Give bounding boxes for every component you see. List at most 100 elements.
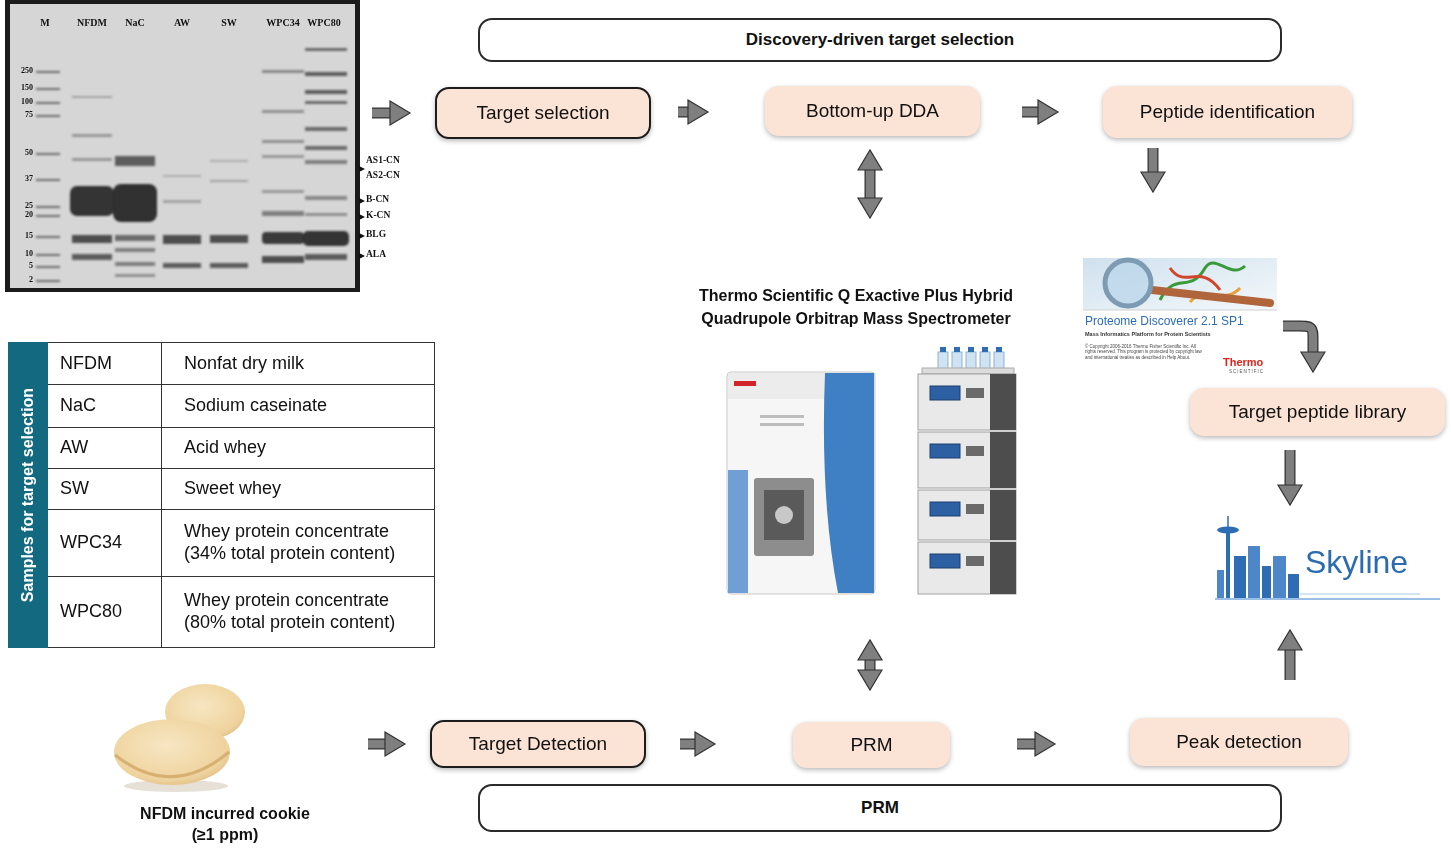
gel-body (10, 4, 355, 288)
gel-band (305, 90, 347, 94)
flow-arrow (870, 170, 871, 198)
stage-banner: Discovery-driven target selection (478, 18, 1282, 62)
gel-band (163, 175, 201, 177)
gel-band (305, 72, 347, 76)
marker-label: 10 (9, 250, 33, 258)
gel-band (163, 200, 201, 203)
marker-label: 25 (9, 202, 33, 210)
splash-rule (1083, 310, 1277, 311)
ms-blue-panel (824, 373, 874, 593)
pointer-triangle (359, 214, 365, 220)
process-box: Target selection (435, 87, 651, 139)
flow-arrow (1153, 148, 1154, 172)
bottle-cap (996, 347, 1002, 352)
ms-stripe (760, 423, 804, 426)
process-box: Target Detection (430, 720, 646, 768)
solvent-bottle (952, 352, 962, 369)
ms-left-strip (728, 470, 748, 593)
gel-band (115, 156, 155, 166)
flow-arrow (1022, 112, 1038, 113)
solvent-tray (922, 368, 1014, 374)
pointer-triangle (359, 166, 365, 172)
lc-button (966, 556, 984, 566)
sample-code: NaC (48, 385, 162, 428)
splash-picture (1083, 258, 1277, 310)
arrow-shaft (1286, 450, 1295, 485)
flow-arrow (678, 112, 688, 113)
gel-image: MNFDMNaCAWSWWPC34WPC80250150100755037252… (5, 0, 360, 292)
marker-band (36, 115, 60, 117)
arrow-shaft (372, 109, 390, 118)
skyline-building (1262, 566, 1271, 598)
flow-arrow (870, 660, 871, 670)
software-logo: Proteome Discoverer 2.1 SP1Mass Informat… (1083, 258, 1277, 390)
process-label: Target selection (476, 102, 609, 124)
sample-description: Whey protein concentrate (34% total prot… (162, 510, 434, 577)
solvent-bottle (938, 352, 948, 369)
lc-module (918, 542, 1016, 594)
banner-label: PRM (861, 798, 899, 818)
sample-image: NFDM incurred cookie (≥1 ppm) (112, 676, 338, 850)
marker-label: 250 (9, 67, 33, 75)
lc-button (966, 504, 984, 514)
gel-band (262, 140, 304, 143)
gel-band (305, 254, 347, 260)
needle-stem (1226, 532, 1230, 598)
sample-code: AW (48, 428, 162, 469)
sample-table: NFDMNonfat dry milkNaCSodium caseinateAW… (48, 342, 435, 648)
bottle-cap (954, 347, 960, 352)
marker-band (36, 102, 60, 104)
process-box: Peptide identification (1103, 86, 1352, 138)
ms-stripe (760, 415, 804, 418)
ms-source (764, 490, 804, 540)
sample-description: Sweet whey (162, 469, 434, 510)
lc-display (930, 554, 960, 568)
gel-band (115, 262, 155, 266)
brand-subtext: SCIENTIFIC (1229, 370, 1264, 375)
marker-band (36, 71, 60, 73)
gel-band (262, 256, 304, 263)
process-label: Peptide identification (1140, 101, 1315, 123)
ms-logo (734, 381, 756, 386)
pointer-triangle (359, 253, 365, 259)
gel-band (72, 158, 112, 161)
process-label: Target peptide library (1229, 401, 1406, 423)
arrow-outline (678, 107, 688, 118)
arrow-shaft (680, 740, 695, 749)
sample-code: WPC80 (48, 577, 162, 647)
band-pointers (359, 166, 365, 259)
arrow-outline (1285, 450, 1296, 485)
lane-label: NFDM (62, 18, 122, 28)
band-label: K-CN (366, 211, 390, 221)
water-line (1215, 598, 1440, 600)
table-header: Samples for target selection (8, 342, 48, 648)
software-logo: Skyline (1215, 517, 1445, 600)
arrow-outline (1017, 739, 1035, 750)
arrow-outline (368, 739, 385, 750)
arrow-shaft (1022, 108, 1038, 117)
arrow-shaft (1286, 650, 1295, 680)
lc-button (966, 446, 984, 456)
sample-code: NFDM (48, 343, 162, 385)
gel-band (262, 155, 304, 158)
flow-arrow (680, 744, 695, 745)
banner-label: Discovery-driven target selection (746, 30, 1014, 50)
gel-band (262, 190, 304, 193)
lc-module (918, 374, 1016, 430)
cookie-image (114, 684, 245, 792)
arrow-outline (865, 660, 876, 670)
bottle-cap (982, 347, 988, 352)
marker-label: 150 (9, 84, 33, 92)
arrow-shaft (866, 660, 875, 670)
gel-band (72, 96, 112, 98)
table-header-band: Samples for target selection (8, 342, 48, 648)
ms-source-housing (754, 478, 814, 556)
pointer-triangle (359, 198, 365, 204)
lane-label: NaC (105, 18, 165, 28)
skyline-building (1248, 546, 1260, 598)
instrument: Thermo Scientific Q Exactive Plus Hybrid… (676, 283, 1036, 600)
sample-caption: NFDM incurred cookie (≥1 ppm) (132, 804, 318, 846)
arrow-outline (372, 108, 390, 119)
marker-label: 100 (9, 98, 33, 106)
gel-band (303, 231, 349, 246)
